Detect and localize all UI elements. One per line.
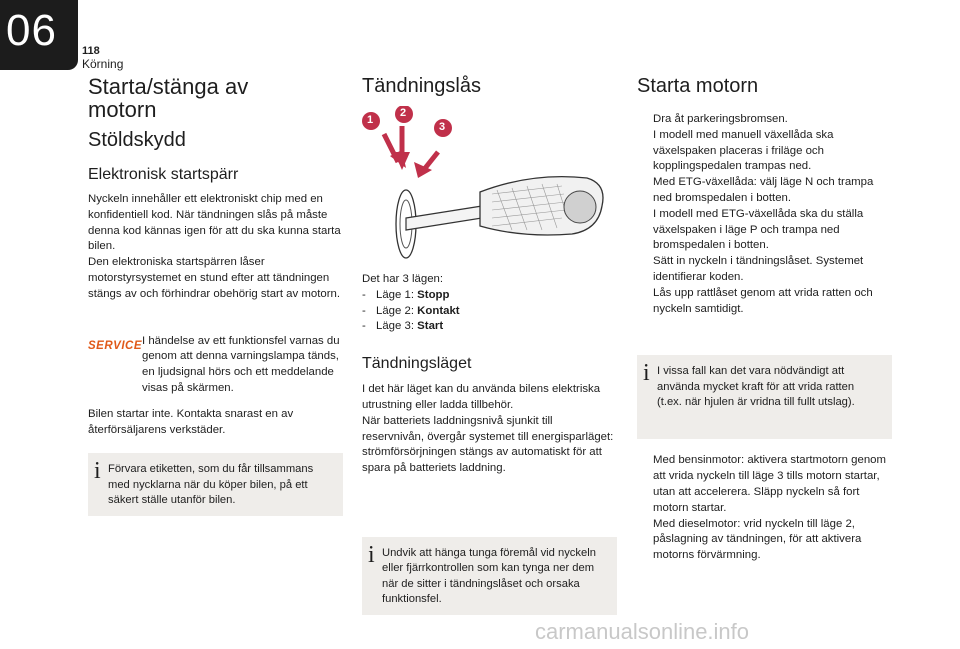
info-box-label: i Förvara etiketten, som du får tillsamm…: [88, 453, 343, 517]
list-item: Med dieselmotor: vrid nyckeln till läge …: [653, 517, 862, 562]
list-item: Läge 3: Start: [362, 319, 617, 335]
info-text: Förvara etiketten, som du får tillsamman…: [108, 463, 314, 507]
chapter-tab: 06: [0, 0, 78, 70]
positions-intro: Det har 3 lägen:: [362, 273, 444, 285]
service-warning-icon: SERVICE: [88, 339, 142, 352]
heading-startsparr: Elektronisk startspärr: [88, 166, 239, 183]
info-icon: i: [94, 458, 101, 485]
label-1: 1: [367, 114, 374, 126]
service-warning: SERVICE I händelse av ett funktionsfel v…: [88, 334, 343, 397]
info-text: I vissa fall kan det vara nödvändigt att…: [657, 365, 855, 409]
paragraph-startsparr: Den elektroniska startspärren låser moto…: [88, 256, 340, 300]
heading-tandningslaget: Tändningsläget: [362, 355, 472, 373]
heading-tandningslas: Tändningslås: [362, 75, 481, 97]
ignition-illustration: 1 2 3: [362, 105, 617, 266]
paragraph-contact: Bilen startar inte. Kontakta snarast en …: [88, 407, 294, 436]
column-right: Starta motorn Dra åt parkeringsbromsen. …: [637, 75, 892, 564]
section-name: Körning: [82, 57, 124, 71]
watermark: carmanualsonline.info: [535, 619, 750, 644]
column-middle: Tändningslås: [362, 75, 617, 615]
list-item: Sätt in nyckeln i tändningslåset. System…: [653, 255, 864, 283]
start-steps-2: Med bensinmotor: aktivera startmotorn ge…: [637, 453, 892, 564]
info-text: Undvik att hänga tunga föremål vid nycke…: [382, 546, 596, 606]
chapter-number: 06: [6, 6, 57, 55]
positions-list: Läge 1: Stopp Läge 2: Kontakt Läge 3: St…: [362, 288, 617, 335]
info-box-steering: i I vissa fall kan det vara nödvändigt a…: [637, 355, 892, 440]
label-3: 3: [439, 121, 446, 133]
info-icon: i: [643, 360, 650, 387]
list-item: Läge 1: Stopp: [362, 288, 617, 304]
info-box-key: i Undvik att hänga tunga föremål vid nyc…: [362, 536, 617, 615]
page-title: Starta/stänga av motorn: [88, 74, 249, 122]
service-warning-text: I händelse av ett funktionsfel varnas du…: [142, 334, 340, 394]
heading-stoldskydd: Stöldskydd: [88, 129, 186, 151]
list-item: Med ETG-växellåda: välj läge N och tramp…: [653, 176, 874, 204]
column-left: Starta/stänga av motorn Stöldskydd Elekt…: [88, 74, 343, 517]
list-item: I modell med manuell växellåda ska växel…: [653, 128, 834, 173]
info-icon: i: [368, 541, 375, 568]
ignition-key-icon: [362, 105, 604, 259]
paragraph-battery: När batteriets laddningsnivå sjunkit til…: [362, 414, 614, 475]
heading-starta-motorn: Starta motorn: [637, 75, 759, 97]
list-item: Lås upp rattlåset genom att vrida ratten…: [653, 286, 873, 315]
paragraph-chip: Nyckeln innehåller ett elektroniskt chip…: [88, 193, 341, 253]
list-item: Läge 2: Kontakt: [362, 304, 617, 320]
list-item: I modell med ETG-växellåda ska du ställa…: [653, 207, 864, 252]
list-item: Med bensinmotor: aktivera startmotorn ge…: [653, 454, 886, 514]
list-item: Dra åt parkeringsbromsen.: [653, 113, 788, 125]
label-2: 2: [400, 107, 407, 119]
start-steps: Dra åt parkeringsbromsen. I modell med m…: [637, 112, 892, 317]
paragraph-electric: I det här läget kan du använda bilens el…: [362, 383, 601, 411]
page-number: 118: [82, 45, 100, 57]
